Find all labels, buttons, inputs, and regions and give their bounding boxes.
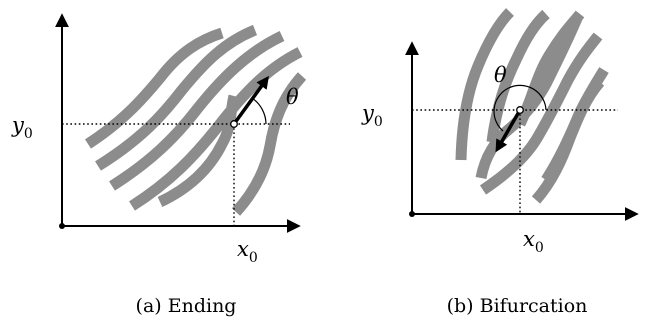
ridge-line: [157, 94, 240, 207]
ridge-line: [85, 27, 224, 149]
origin-dot: [409, 211, 415, 217]
ridge-line: [129, 47, 303, 211]
minutia-point: [230, 120, 238, 128]
x0-label: x0: [523, 227, 544, 256]
panel-ending: θ y0 x0 (a) Ending: [11, 13, 307, 317]
y0-label: y0: [361, 101, 383, 130]
ridge-line: [231, 72, 307, 216]
direction-arrow: [232, 75, 269, 126]
minutia-point: [516, 106, 524, 114]
y0-label: y0: [11, 113, 33, 142]
caption-ending: (a) Ending: [136, 295, 237, 317]
caption-bifurcation: (b) Bifurcation: [447, 295, 588, 317]
theta-arc: [251, 97, 267, 125]
origin-dot: [59, 223, 65, 229]
ending-ridges: [85, 24, 307, 216]
x0-label: x0: [237, 237, 258, 266]
theta-label: θ: [286, 85, 299, 109]
ridge-line: [486, 9, 550, 143]
ridge-line: [95, 24, 258, 171]
ridge-line: [515, 10, 585, 127]
ridge-line: [109, 31, 285, 191]
direction-arrow: [495, 109, 522, 153]
panel-bifurcation: θ y0 x0 (b) Bifurcation: [361, 8, 639, 317]
ridge-line: [455, 8, 515, 161]
ridge-line: [479, 32, 603, 195]
bifurcation-ridges: [455, 8, 609, 204]
theta-label: θ: [494, 63, 507, 87]
ridge-line: [541, 67, 609, 183]
theta-arc: [493, 84, 547, 132]
